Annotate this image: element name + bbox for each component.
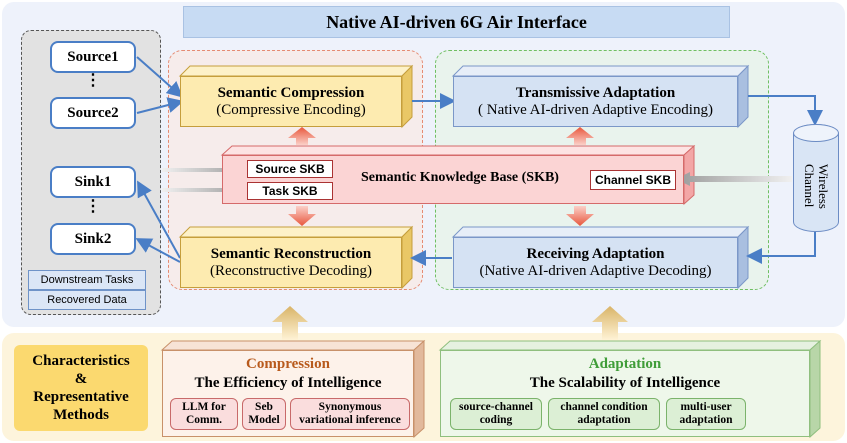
compression-label: Compression xyxy=(246,356,330,372)
downstream-tasks-layer: Downstream Tasks xyxy=(28,270,146,290)
characteristics-box: Characteristics & Representative Methods xyxy=(14,345,148,431)
receiving-adaptation-title: Receiving Adaptation xyxy=(526,245,665,262)
channel-skb-label: Channel SKB xyxy=(590,170,676,190)
source-skb-label: Source SKB xyxy=(247,160,333,178)
transmissive-adaptation-box: Transmissive Adaptation ( Native AI-driv… xyxy=(453,76,738,127)
source1-node: Source1 xyxy=(50,41,136,73)
transmissive-adaptation-title: Transmissive Adaptation xyxy=(515,84,676,101)
recovered-data-layer: Recovered Data xyxy=(28,290,146,310)
method-synonymous-variational-inference: Synonymous variational inference xyxy=(290,398,410,430)
task-skb-label: Task SKB xyxy=(247,182,333,200)
method-seb-model: Seb Model xyxy=(242,398,286,430)
characteristics-line-1: Characteristics xyxy=(32,353,130,369)
wireless-channel-label: Wireless Channel xyxy=(802,163,831,209)
characteristics-line-3: Representative xyxy=(33,389,129,405)
skb-title: Semantic Knowledge Base (SKB) xyxy=(361,170,559,185)
semantic-compression-title: Semantic Compression xyxy=(217,84,365,101)
semantic-reconstruction-title: Semantic Reconstruction xyxy=(210,245,372,262)
method-channel-condition-adaptation: channel condition adaptation xyxy=(548,398,660,430)
characteristics-line-4: Methods xyxy=(53,407,109,423)
receiving-adaptation-subtitle: (Native AI-driven Adaptive Decoding) xyxy=(479,262,712,279)
transmissive-adaptation-subtitle: ( Native AI-driven Adaptive Encoding) xyxy=(478,101,713,118)
method-multi-user-adaptation: multi-user adaptation xyxy=(666,398,746,430)
semantic-reconstruction-box: Semantic Reconstruction (Reconstructive … xyxy=(180,237,402,288)
method-source-channel-coding: source-channel coding xyxy=(450,398,542,430)
adaptation-label: Adaptation xyxy=(588,356,662,372)
semantic-compression-subtitle: (Compressive Encoding) xyxy=(216,101,366,118)
receiving-adaptation-box: Receiving Adaptation (Native AI-driven A… xyxy=(453,237,738,288)
compression-heading: The Efficiency of Intelligence xyxy=(194,375,382,391)
source2-node: Source2 xyxy=(50,97,136,129)
diagram-title: Native AI-driven 6G Air Interface xyxy=(183,6,730,38)
characteristics-line-2: & xyxy=(74,371,88,387)
method-llm-for-comm: LLM for Comm. xyxy=(170,398,238,430)
semantic-reconstruction-subtitle: (Reconstructive Decoding) xyxy=(209,262,373,279)
sink1-node: Sink1 xyxy=(50,166,136,198)
adaptation-heading: The Scalability of Intelligence xyxy=(529,375,721,391)
wireless-channel-cylinder-top xyxy=(793,124,839,142)
sink-ellipsis: ⋮ xyxy=(85,198,101,215)
source-ellipsis: ⋮ xyxy=(85,72,101,89)
wireless-channel-cylinder xyxy=(793,124,839,232)
semantic-compression-box: Semantic Compression (Compressive Encodi… xyxy=(180,76,402,127)
sink2-node: Sink2 xyxy=(50,223,136,255)
